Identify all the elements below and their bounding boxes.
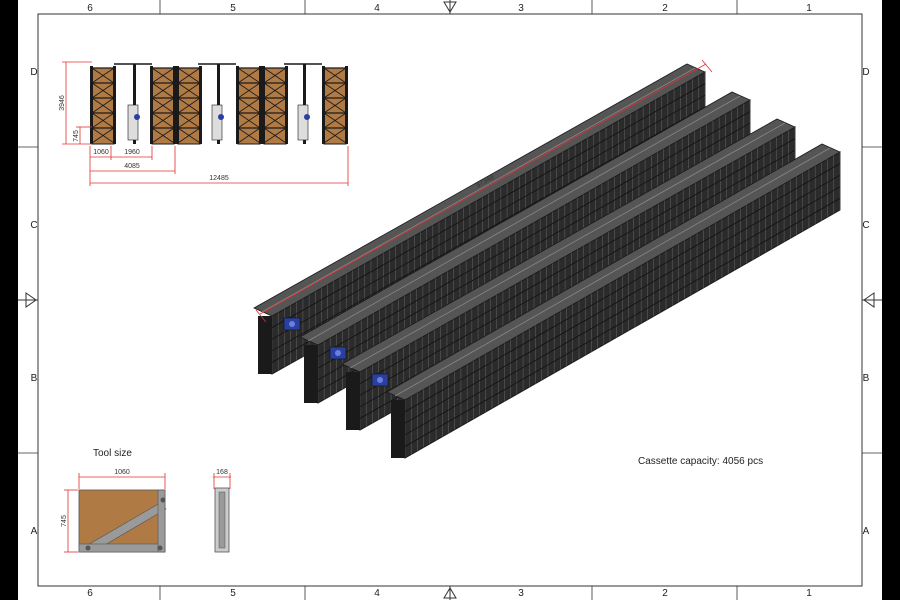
row-label: A bbox=[31, 526, 38, 537]
row-label: B bbox=[863, 373, 870, 384]
column-label: 2 bbox=[662, 3, 668, 14]
dim-aisle: 1960 bbox=[124, 149, 140, 156]
frame-ticks bbox=[18, 0, 882, 600]
row-label: B bbox=[31, 373, 38, 384]
row-label: D bbox=[30, 67, 37, 78]
column-label: 4 bbox=[374, 588, 380, 599]
technical-drawing: 6 5 4 3 2 1 6 5 4 3 2 1 D C B A D C B A bbox=[18, 0, 882, 600]
rack-elevation bbox=[322, 66, 348, 145]
column-label: 5 bbox=[230, 588, 236, 599]
dim-tool-height: 745 bbox=[61, 515, 68, 527]
dim-total: 12485 bbox=[209, 175, 229, 182]
drawing-sheet: 6 5 4 3 2 1 6 5 4 3 2 1 D C B A D C B A bbox=[18, 0, 882, 600]
column-label: 1 bbox=[806, 588, 812, 599]
centering-marks bbox=[18, 0, 882, 600]
rack-elevation bbox=[90, 66, 116, 145]
column-label: 4 bbox=[374, 3, 380, 14]
rack-elevation bbox=[236, 66, 262, 145]
column-label: 3 bbox=[518, 3, 524, 14]
column-label: 5 bbox=[230, 3, 236, 14]
rack-row bbox=[386, 143, 841, 459]
column-label: 1 bbox=[806, 3, 812, 14]
tool-size-title: Tool size bbox=[93, 448, 132, 459]
rack-elevation bbox=[262, 66, 288, 145]
dim-height: 3946 bbox=[59, 95, 66, 111]
row-label: C bbox=[30, 220, 37, 231]
dim-tool-width: 1060 bbox=[114, 469, 130, 476]
rack-elevation bbox=[176, 66, 202, 145]
rack-elevation bbox=[150, 66, 176, 145]
dim-rack-width: 1060 bbox=[93, 149, 109, 156]
column-label: 6 bbox=[87, 588, 93, 599]
row-label: A bbox=[863, 526, 870, 537]
tool-size-view: Tool size 1060 745 168 bbox=[61, 448, 231, 553]
crane-tower bbox=[198, 63, 236, 144]
length-dimension-line bbox=[259, 63, 707, 315]
crane-tower bbox=[114, 63, 152, 144]
column-label: 3 bbox=[518, 588, 524, 599]
dim-tool-depth: 168 bbox=[216, 469, 228, 476]
row-label: D bbox=[862, 67, 869, 78]
dim-module: 4085 bbox=[124, 163, 140, 170]
elevation-view: 3946 745 1060 1960 4085 12485 bbox=[59, 61, 349, 186]
dim-small-height: 745 bbox=[73, 130, 80, 142]
column-label: 2 bbox=[662, 588, 668, 599]
isometric-view: 37348 bbox=[253, 59, 841, 459]
row-label: C bbox=[862, 220, 869, 231]
column-label: 6 bbox=[87, 3, 93, 14]
crane-tower bbox=[284, 63, 322, 144]
capacity-note: Cassette capacity: 4056 pcs bbox=[638, 456, 763, 467]
